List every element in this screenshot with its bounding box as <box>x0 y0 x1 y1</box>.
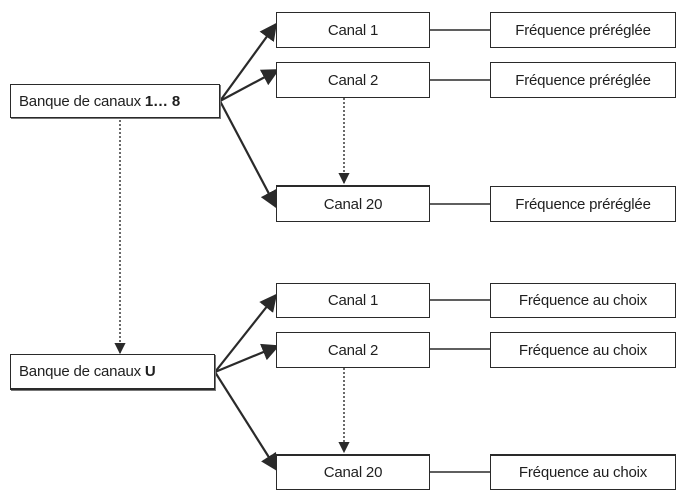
arrow-bottom-bank-to-channel-2 <box>214 343 280 374</box>
top-channel-2-box: Canal 2 <box>276 62 430 98</box>
top-frequency-1-label: Fréquence préréglée <box>515 21 651 39</box>
arrow-bottom-bank-to-channel-1 <box>214 293 278 373</box>
bottom-channel-1-label: Canal 1 <box>327 292 379 309</box>
bottom-frequency-20-box: Fréquence au choix <box>490 454 676 490</box>
top-frequency-20-label: Fréquence préréglée <box>515 195 651 213</box>
bottom-bank-box: Banque de canaux U <box>10 354 215 390</box>
top-channel-1-label: Canal 1 <box>327 21 379 39</box>
arrow-top-bank-to-channel-20 <box>219 100 277 209</box>
top-frequency-2-box: Fréquence préréglée <box>490 62 676 98</box>
bottom-frequency-20-label: Fréquence au choix <box>518 464 648 481</box>
bottom-bank-label: Banque de canaux <box>19 363 141 380</box>
top-frequency-2-label: Fréquence préréglée <box>515 71 651 89</box>
bottom-frequency-1-label: Fréquence au choix <box>518 292 648 309</box>
bottom-channel-2-label: Canal 2 <box>327 341 379 359</box>
top-channel-20-box: Canal 20 <box>276 185 430 222</box>
arrow-top-bank-to-channel-1 <box>219 22 278 102</box>
top-frequency-1-box: Fréquence préréglée <box>490 12 676 48</box>
bottom-frequency-2-box: Fréquence au choix <box>490 332 676 368</box>
bottom-channel-2-box: Canal 2 <box>276 332 430 368</box>
top-bank-box: Banque de canaux 1… 8 <box>10 84 220 118</box>
top-channel-2-label: Canal 2 <box>327 71 379 89</box>
arrow-top-bank-to-channel-2 <box>219 69 280 102</box>
arrow-bottom-bank-to-channel-20 <box>214 371 278 472</box>
top-bank-label: Banque de canaux <box>19 92 141 110</box>
bottom-frequency-2-label: Fréquence au choix <box>518 341 648 359</box>
bottom-frequency-1-box: Fréquence au choix <box>490 283 676 318</box>
top-bank-suffix: 1… 8 <box>144 92 180 110</box>
bottom-bank-suffix: U <box>144 363 156 380</box>
top-channel-20-label: Canal 20 <box>323 195 383 213</box>
top-channel-1-box: Canal 1 <box>276 12 430 48</box>
bottom-channel-20-box: Canal 20 <box>276 454 430 490</box>
top-frequency-20-box: Fréquence préréglée <box>490 186 676 222</box>
bottom-channel-1-box: Canal 1 <box>276 283 430 318</box>
bottom-channel-20-label: Canal 20 <box>323 464 383 481</box>
